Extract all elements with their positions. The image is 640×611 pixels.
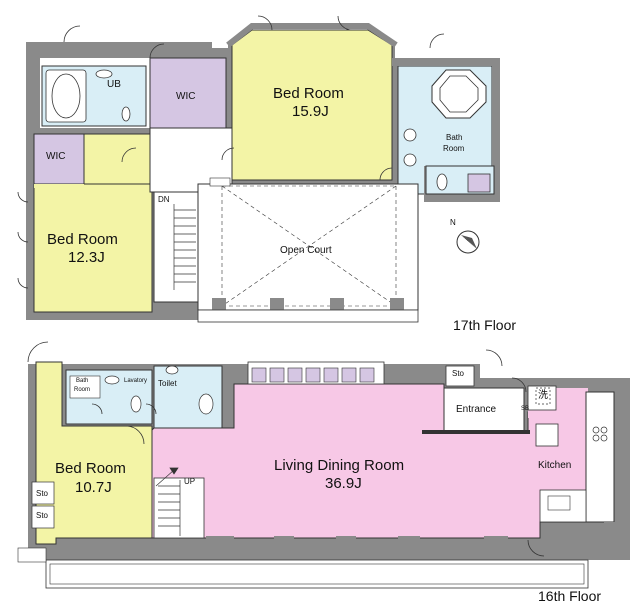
label-living-dining-name: Living Dining Room [274, 457, 405, 474]
label-up: UP [184, 477, 196, 486]
label-sto-1: Sto [36, 489, 49, 498]
label-bath-room-16-line1: Bath [76, 378, 89, 384]
north-arrow-icon: N [446, 218, 486, 263]
label-wic-top: WIC [176, 91, 196, 102]
label-wash: 洗 [538, 390, 548, 401]
floor-16-plan [17, 341, 630, 589]
label-lavatory: Lavatory [124, 378, 148, 384]
label-wic-left: WIC [46, 151, 66, 162]
room-wic-top [149, 57, 227, 129]
room-bedroom-12-3 [33, 183, 153, 313]
label-sto-entrance: Sto [452, 369, 465, 378]
label-bath-room-17-line2: Room [443, 144, 465, 153]
balcony [45, 559, 589, 589]
label-bedroom-10-7-name: Bed Room [55, 460, 126, 477]
label-bedroom-12-3-name: Bed Room [47, 231, 118, 248]
label-entrance: Entrance [456, 404, 497, 415]
label-sb: SB [521, 406, 530, 412]
floor-label-17: 17th Floor [453, 317, 517, 333]
stair-17 [173, 204, 196, 290]
label-bedroom-15-9-name: Bed Room [273, 85, 344, 102]
label-open-court: Open Court [280, 245, 332, 256]
room-wic-left [33, 133, 85, 185]
label-dn: DN [158, 195, 170, 204]
label-bedroom-10-7-size: 10.7J [75, 479, 112, 496]
label-bath-room-17-line1: Bath [446, 133, 463, 142]
room-bedroom-10-7 [35, 361, 153, 545]
label-ub: UB [107, 79, 121, 90]
label-sto-2: Sto [36, 511, 49, 520]
label-toilet: Toilet [158, 379, 177, 388]
room-entrance [443, 387, 525, 433]
label-bedroom-12-3-size: 12.3J [68, 249, 105, 266]
compass-north-letter: N [450, 218, 456, 227]
label-kitchen: Kitchen [538, 460, 572, 471]
floor-label-16: 16th Floor [538, 588, 602, 604]
label-bedroom-15-9-size: 15.9J [292, 103, 329, 120]
stair-16 [155, 467, 181, 536]
room-toilet [153, 365, 223, 429]
floor-17-plan [17, 0, 500, 323]
label-bath-room-16-line2: Room [74, 387, 91, 393]
label-living-dining-size: 36.9J [325, 475, 362, 492]
